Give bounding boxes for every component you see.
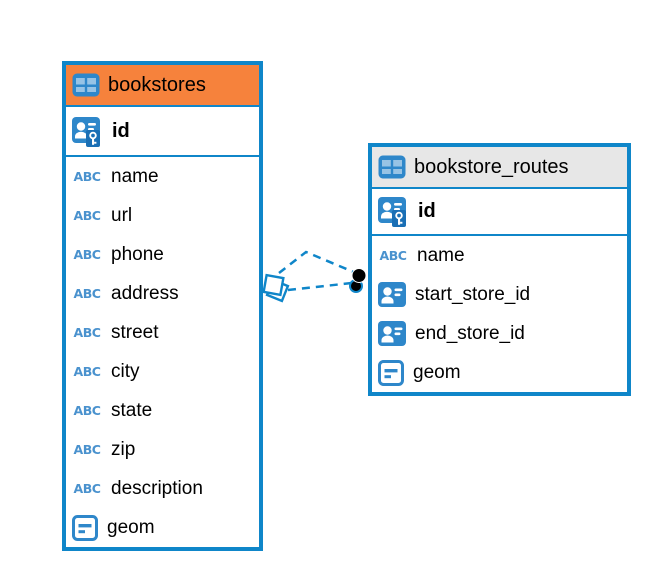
relationship-line-end-store[interactable] <box>278 250 357 275</box>
column-name: name <box>417 244 465 266</box>
column-row[interactable]: ABC address <box>66 274 259 313</box>
text-type-icon: ABC <box>73 247 101 262</box>
reference-type-icon <box>378 321 406 346</box>
column-row[interactable]: ABC state <box>66 391 259 430</box>
column-name: name <box>111 165 159 187</box>
column-name: end_store_id <box>415 322 525 344</box>
primary-key-icon <box>378 197 409 230</box>
table-bookstore-routes[interactable]: bookstore_routes id ABC name start_store… <box>368 143 631 396</box>
column-name: phone <box>111 243 164 265</box>
column-name: start_store_id <box>415 283 531 305</box>
column-row[interactable]: ABC zip <box>66 430 259 469</box>
column-row[interactable]: geom <box>372 353 627 392</box>
primary-key-icon <box>72 117 103 150</box>
column-row[interactable]: ABC description <box>66 469 259 508</box>
column-row[interactable]: ABC phone <box>66 235 259 274</box>
column-name: street <box>111 321 159 343</box>
column-name: id <box>418 200 436 222</box>
column-name: geom <box>107 516 155 538</box>
geometry-type-icon <box>378 360 404 386</box>
column-row[interactable]: end_store_id <box>372 314 627 353</box>
text-type-icon: ABC <box>73 364 101 379</box>
relationship-dot-marker-back[interactable] <box>349 279 363 293</box>
column-row[interactable]: geom <box>66 508 259 547</box>
table-bookstores-header[interactable]: bookstores <box>66 65 259 107</box>
relationship-line-start-store[interactable] <box>287 281 353 292</box>
column-row-pk[interactable]: id <box>372 189 627 236</box>
table-icon <box>378 155 406 179</box>
table-title: bookstores <box>108 73 206 96</box>
text-type-icon: ABC <box>73 442 101 457</box>
text-type-icon: ABC <box>73 169 101 184</box>
column-name: address <box>111 282 179 304</box>
relationship-diamond-marker-back[interactable] <box>265 278 290 303</box>
column-row[interactable]: ABC url <box>66 196 259 235</box>
column-name: url <box>111 204 133 226</box>
column-row-pk[interactable]: id <box>66 107 259 157</box>
column-row[interactable]: ABC street <box>66 313 259 352</box>
table-icon <box>72 73 100 97</box>
text-type-icon: ABC <box>73 403 101 418</box>
column-row[interactable]: ABC name <box>372 236 627 275</box>
geometry-type-icon <box>72 515 98 541</box>
table-bookstores[interactable]: bookstores id ABC name ABC url ABC phone… <box>62 61 263 551</box>
relationship-dot-marker-front[interactable] <box>351 268 367 283</box>
column-row[interactable]: ABC name <box>66 157 259 196</box>
table-title: bookstore_routes <box>414 155 569 178</box>
text-type-icon: ABC <box>73 286 101 301</box>
column-name: geom <box>413 361 461 383</box>
column-name: city <box>111 360 140 382</box>
text-type-icon: ABC <box>73 481 101 496</box>
column-row[interactable]: start_store_id <box>372 275 627 314</box>
column-name: state <box>111 399 153 421</box>
table-bookstore-routes-header[interactable]: bookstore_routes <box>372 147 627 189</box>
text-type-icon: ABC <box>379 248 407 263</box>
column-name: id <box>112 119 130 142</box>
text-type-icon: ABC <box>73 208 101 223</box>
column-row[interactable]: ABC city <box>66 352 259 391</box>
column-name: description <box>111 477 203 499</box>
relationship-diamond-marker-front[interactable] <box>262 273 285 297</box>
reference-type-icon <box>378 282 406 307</box>
text-type-icon: ABC <box>73 325 101 340</box>
column-name: zip <box>111 438 136 460</box>
